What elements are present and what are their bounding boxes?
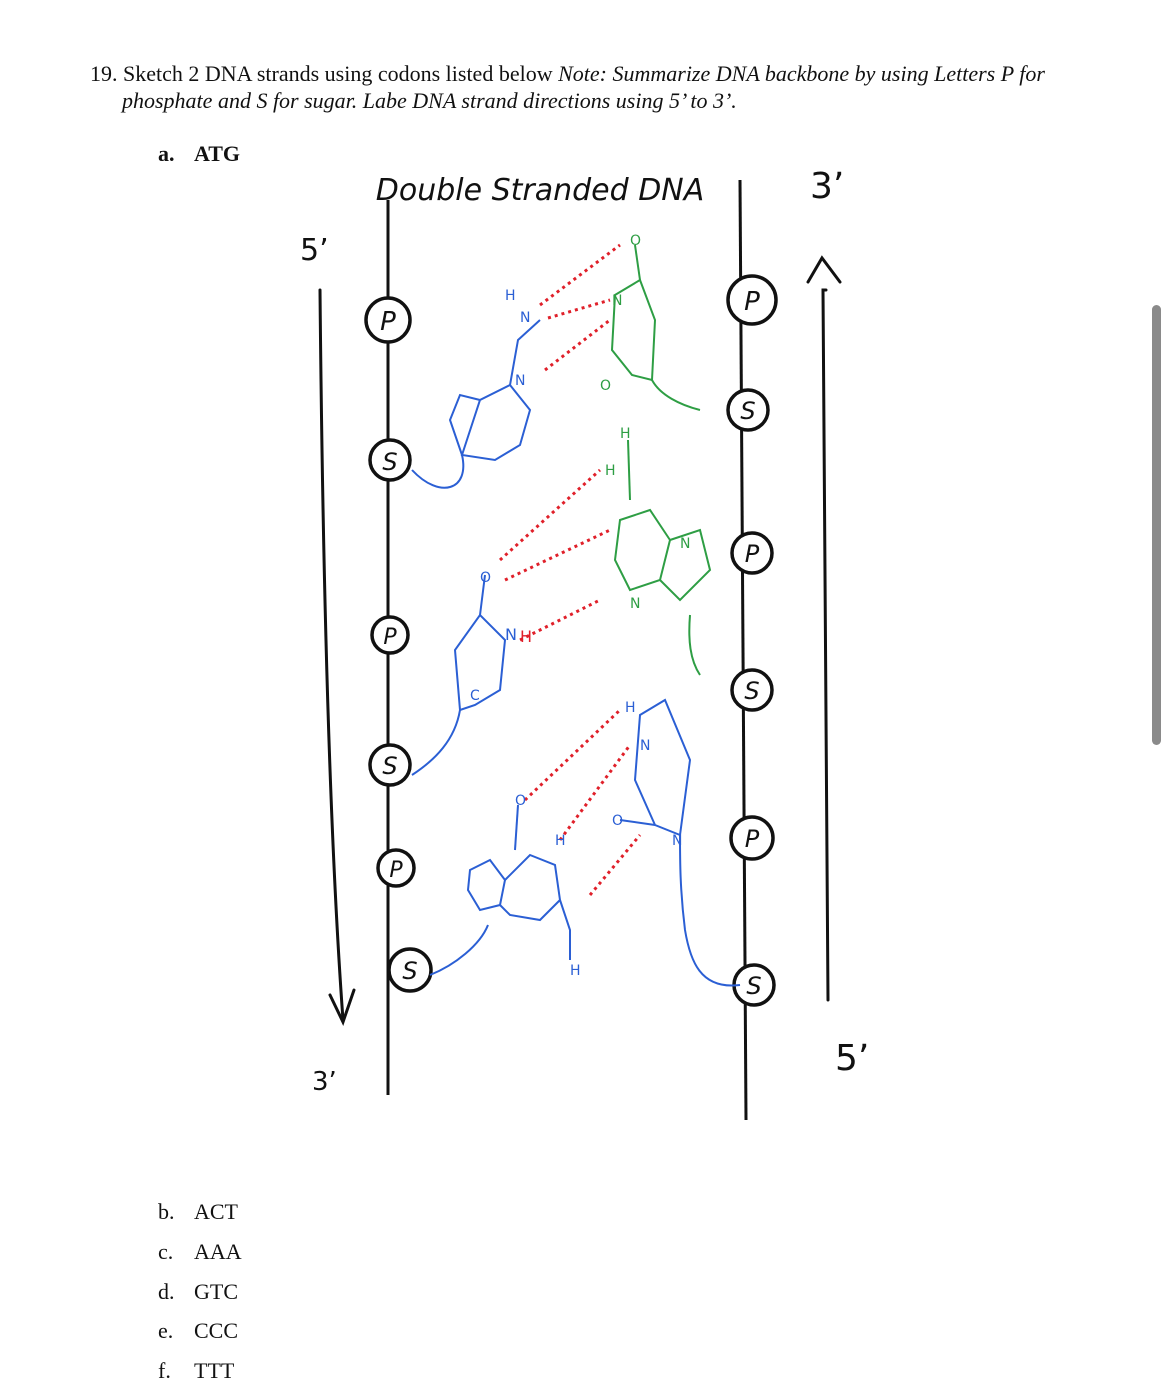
question-text: 19. Sketch 2 DNA strands using codons li…: [90, 60, 1100, 114]
atom-label: O: [515, 793, 526, 809]
svg-text:P: P: [389, 858, 403, 883]
atom-label: H: [605, 463, 616, 479]
atom-label: H: [620, 426, 631, 442]
left-phosphate-1: P: [364, 296, 412, 344]
left-sugar-2: S: [368, 743, 412, 787]
item-codon: ACT: [194, 1199, 238, 1224]
base-pair-3: [429, 698, 741, 987]
svg-text:P: P: [383, 625, 397, 650]
svg-text:P: P: [745, 825, 760, 853]
question-instruction: Sketch 2 DNA strands using codons listed…: [123, 61, 553, 86]
left-bottom-label: 3’: [312, 1067, 337, 1097]
svg-text:S: S: [382, 752, 397, 780]
left-top-label: 5’: [300, 233, 329, 268]
atom-label: N: [520, 310, 530, 326]
atom-label: O: [480, 570, 491, 586]
item-letter: b.: [158, 1199, 175, 1224]
atom-label: H: [625, 700, 636, 716]
svg-text:S: S: [382, 448, 397, 476]
item-c: c. AAA: [158, 1239, 242, 1265]
atom-label: O: [630, 233, 641, 249]
item-letter: a.: [158, 141, 175, 166]
item-f: f. TTT: [158, 1358, 234, 1384]
item-b: b. ACT: [158, 1199, 238, 1225]
item-e: e. CCC: [158, 1318, 238, 1344]
atom-label: C: [470, 688, 480, 704]
left-sugar-1: S: [368, 438, 412, 482]
note-line2: phosphate and S for sugar. Labe DNA stra…: [122, 88, 737, 113]
item-letter: d.: [158, 1279, 175, 1304]
atom-label: H: [570, 963, 581, 979]
atom-label: H: [520, 627, 532, 646]
atom-label: N: [612, 293, 622, 309]
svg-text:S: S: [744, 677, 759, 705]
base-pair-2: [411, 439, 712, 776]
item-d: d. GTC: [158, 1279, 238, 1305]
base-pair-1: [411, 243, 701, 489]
atom-label: N: [680, 536, 690, 552]
right-phosphate-3: P: [729, 815, 775, 861]
atom-label: H: [555, 833, 566, 849]
right-phosphate-1: P: [726, 274, 778, 326]
atom-label: N: [672, 833, 682, 849]
item-codon: AAA: [194, 1239, 242, 1264]
svg-text:S: S: [746, 972, 761, 1000]
item-codon: CCC: [194, 1318, 239, 1343]
right-sugar-1: S: [726, 388, 770, 432]
right-sugar-2: S: [730, 668, 774, 712]
left-phosphate-3: P: [376, 848, 416, 888]
atom-label: H: [505, 288, 516, 304]
svg-text:P: P: [380, 307, 396, 337]
scrollbar-thumb[interactable]: [1152, 305, 1161, 745]
item-letter: c.: [158, 1239, 174, 1264]
svg-text:S: S: [740, 397, 755, 425]
left-phosphate-2: P: [370, 615, 410, 655]
sketch-title: Double Stranded DNA: [376, 173, 705, 208]
left-sugar-3: S: [387, 947, 433, 993]
atom-label: N: [640, 738, 650, 754]
right-backbone: P S P S P S: [726, 179, 778, 1121]
svg-text:S: S: [402, 957, 417, 985]
atom-label: N: [630, 596, 640, 612]
atom-label: N: [515, 373, 525, 389]
item-codon: ATG: [194, 141, 241, 166]
left-direction-arrow: [318, 288, 356, 1026]
atom-label: O: [600, 378, 611, 394]
svg-text:P: P: [744, 287, 760, 317]
right-bottom-label: 5’: [835, 1038, 869, 1079]
item-letter: e.: [158, 1318, 174, 1343]
atom-label: O: [612, 813, 623, 829]
item-codon: GTC: [194, 1279, 238, 1304]
right-phosphate-2: P: [730, 531, 774, 575]
svg-text:P: P: [745, 540, 760, 568]
right-top-label: 3’: [810, 166, 844, 207]
right-direction-arrow: [806, 255, 842, 1002]
item-letter: f.: [158, 1358, 171, 1383]
left-backbone: P S P S P S: [364, 200, 433, 1095]
item-a: a. ATG: [158, 141, 240, 167]
question-number: 19.: [90, 61, 118, 86]
note-line1: Summarize DNA backbone by using Letters …: [612, 61, 1045, 86]
item-codon: TTT: [194, 1358, 235, 1383]
note-label: Note:: [558, 61, 607, 86]
atom-label: N: [505, 625, 517, 644]
